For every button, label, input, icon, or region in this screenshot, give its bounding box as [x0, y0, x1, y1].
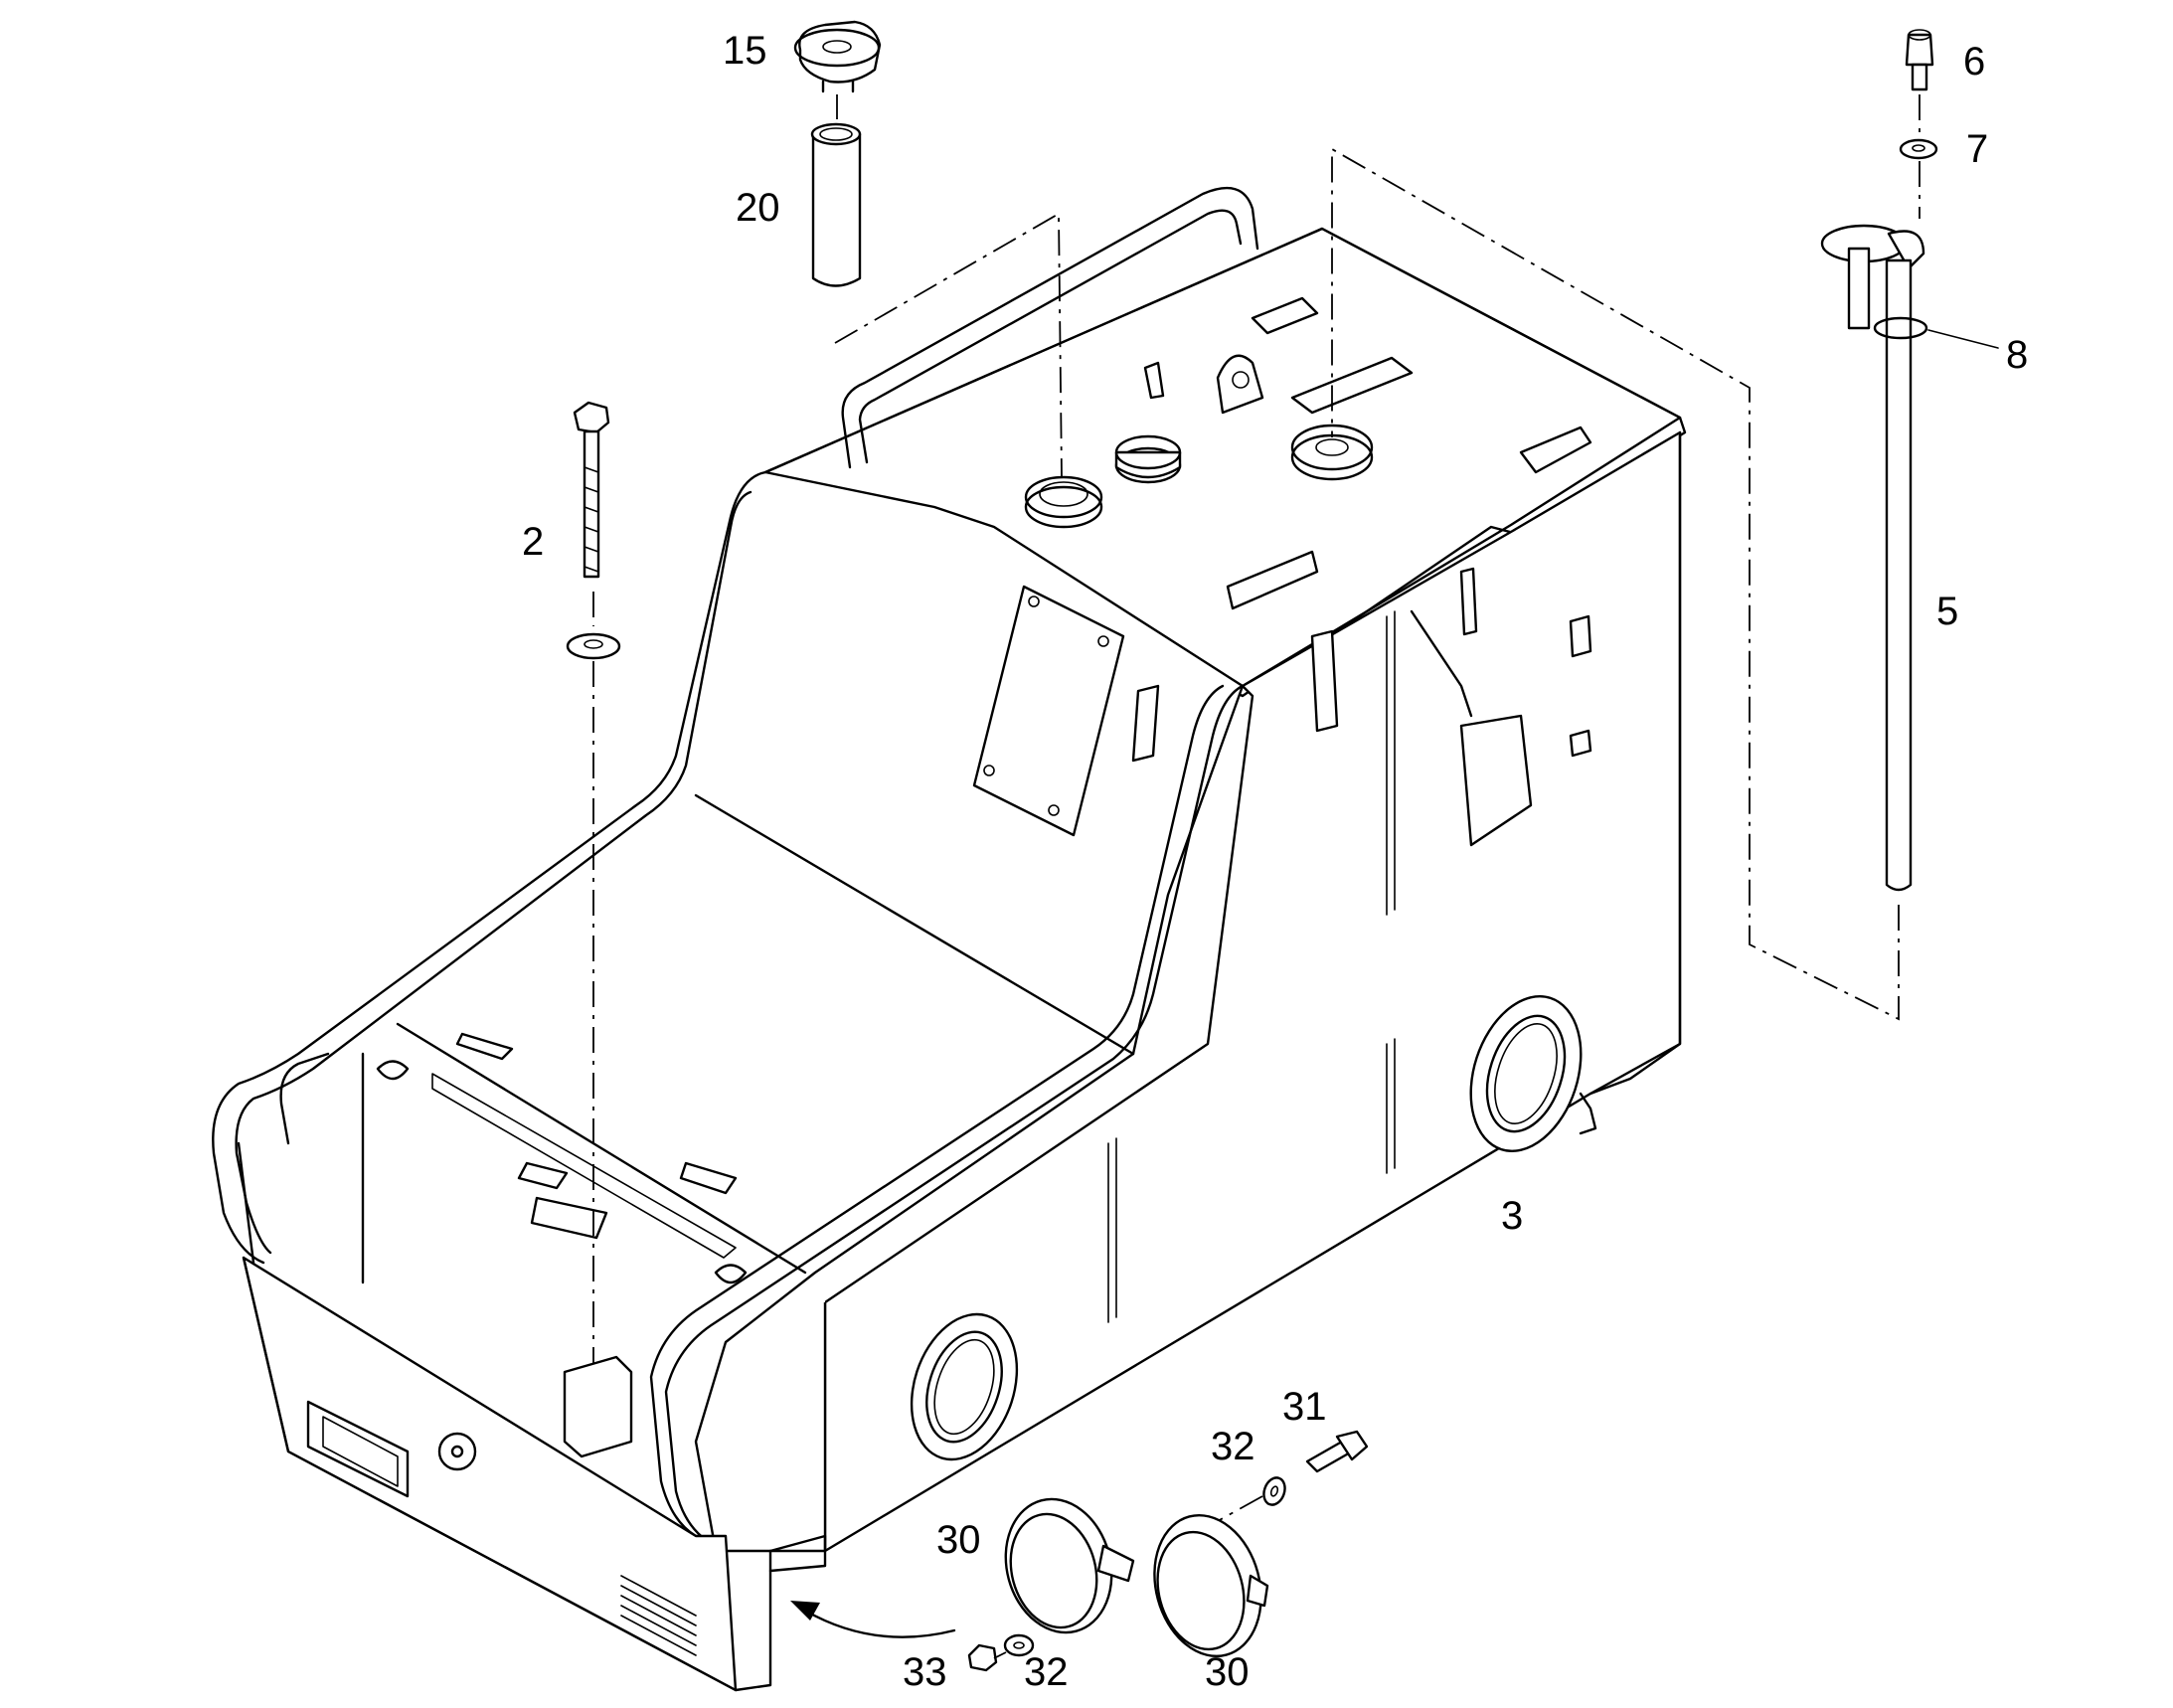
housing-part-3	[212, 227, 1687, 1692]
part-32-washer-upper	[1262, 1476, 1286, 1506]
part-5-level-sender	[1820, 224, 1925, 892]
part-20-filter-tube	[810, 122, 862, 287]
label-8: 8	[2006, 333, 2028, 377]
label-32-upper: 32	[1211, 1425, 1255, 1468]
part-30-horn-left	[1004, 1497, 1135, 1634]
label-5: 5	[1936, 590, 1958, 633]
leader-5	[1331, 147, 1900, 1021]
label-2: 2	[522, 520, 544, 564]
label-30-right: 30	[1205, 1650, 1250, 1694]
side-ports	[910, 995, 1583, 1461]
label-33: 33	[903, 1650, 947, 1694]
label-15: 15	[723, 29, 767, 73]
label-7: 7	[1966, 127, 1988, 171]
label-20: 20	[736, 186, 780, 230]
vent-grille	[620, 1575, 697, 1656]
part-6-screw	[1905, 29, 1934, 91]
part-32-washer-lower	[1003, 1633, 1035, 1657]
top-fittings	[376, 296, 1592, 1284]
label-31: 31	[1282, 1385, 1327, 1429]
part-8-o-ring	[1873, 316, 1928, 340]
part-2-bolt	[566, 401, 621, 660]
mount-block	[563, 1355, 633, 1458]
part-7-washer	[1899, 138, 1938, 160]
label-30-left: 30	[936, 1518, 981, 1562]
label-32-lower: 32	[1024, 1650, 1069, 1694]
leader-20-fitting	[834, 212, 1063, 478]
part-15-filler-cap	[793, 20, 882, 93]
leader-31-32	[1217, 1495, 1263, 1522]
part-31-bolt	[1305, 1430, 1369, 1473]
leader-33-32	[993, 1651, 1007, 1659]
leader-8	[1927, 329, 1999, 349]
label-3: 3	[1501, 1194, 1523, 1238]
arrow-pointer	[790, 1601, 956, 1638]
label-6: 6	[1963, 40, 1985, 84]
part-number-labels: 15 20 6 7 8 5 2 3 31 32 30 33 32 30	[522, 29, 2028, 1694]
carry-handle	[841, 186, 1259, 469]
part-30-horn-right	[1153, 1513, 1269, 1658]
part-33-nut	[967, 1643, 998, 1672]
